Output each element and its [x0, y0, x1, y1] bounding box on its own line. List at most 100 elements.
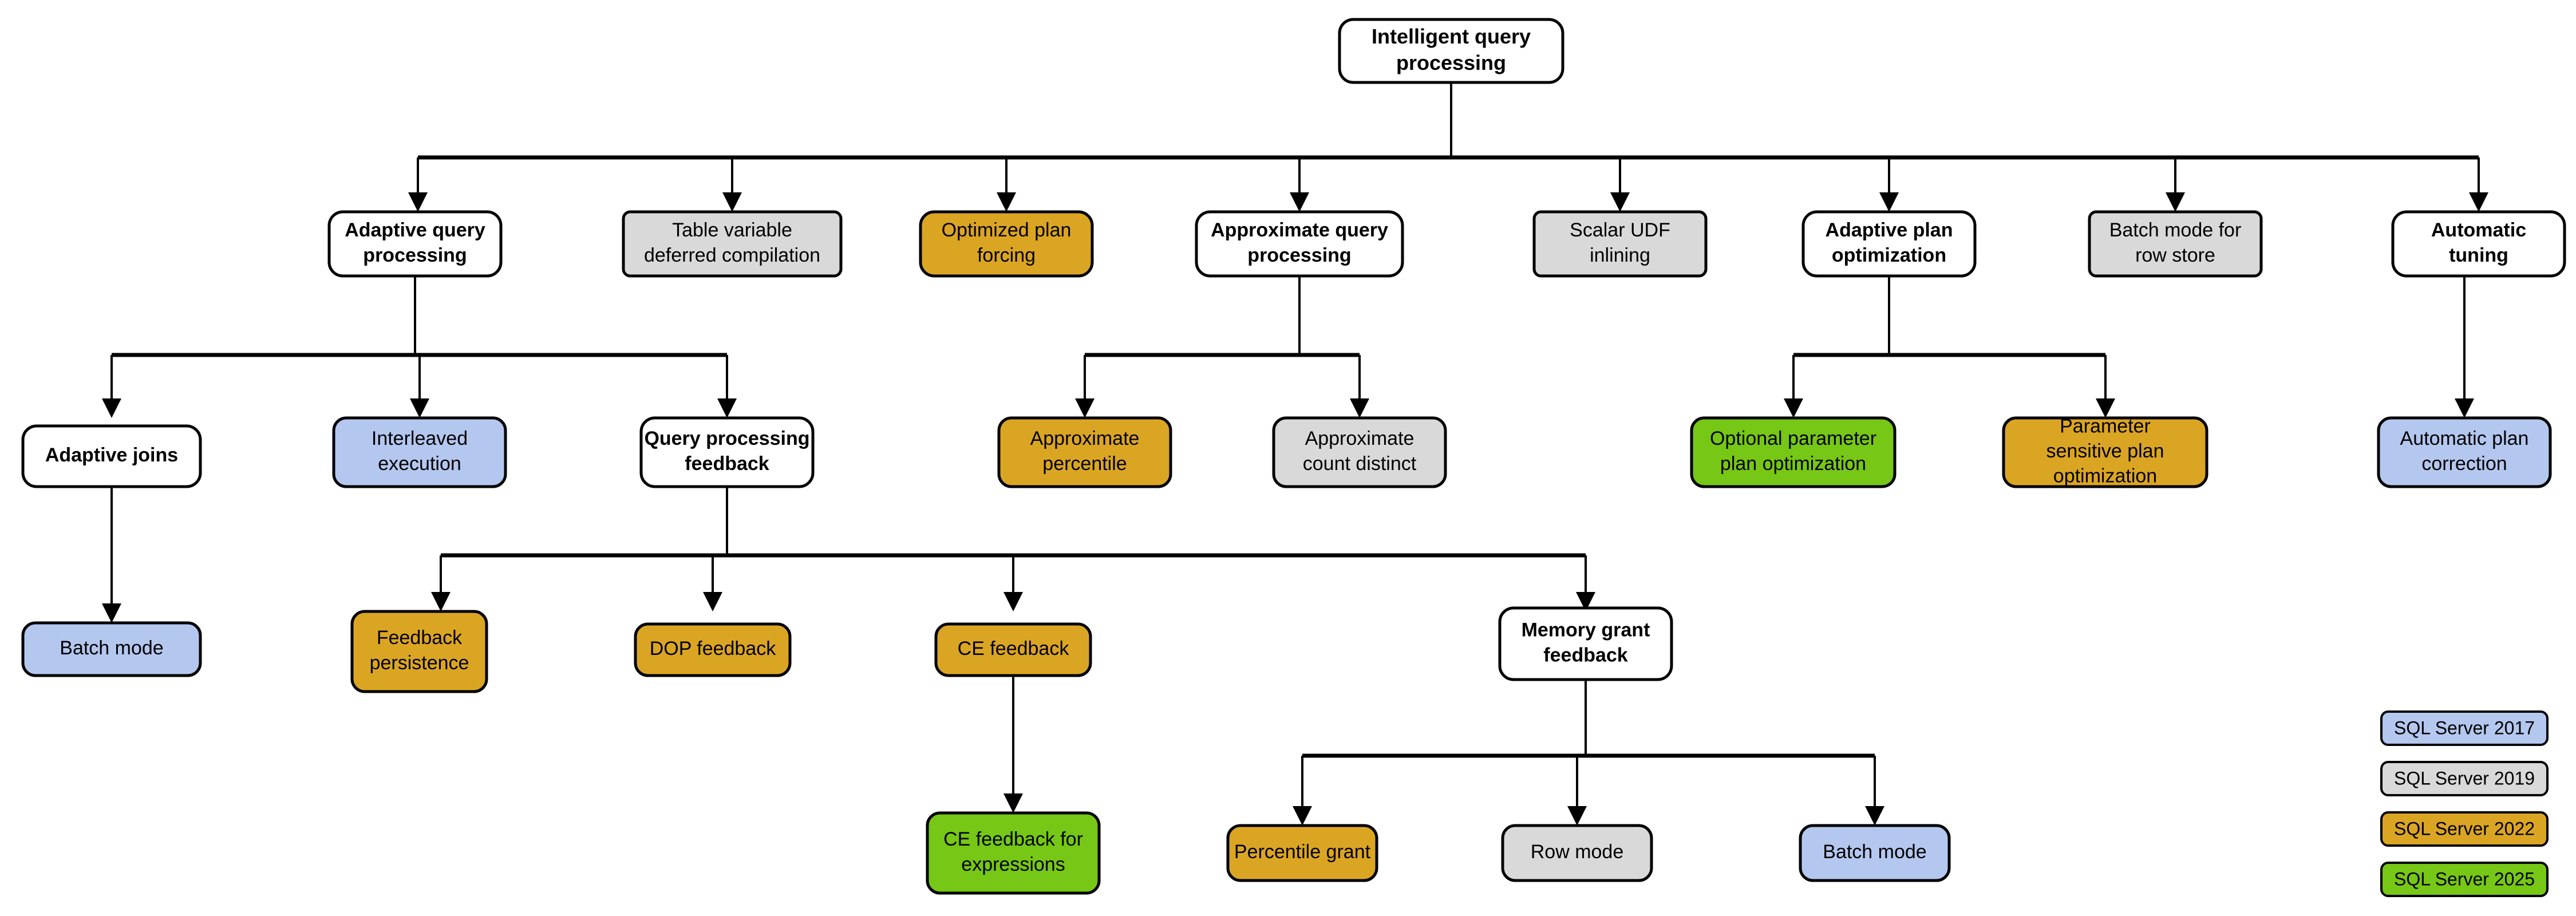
arrow-head — [410, 398, 429, 418]
node-label-line: Adaptive plan — [1826, 219, 1953, 241]
node-label-line: Scalar UDF — [1570, 219, 1670, 241]
node-box-dopfb[interactable] — [634, 622, 792, 677]
node-rowmode[interactable]: Row mode — [1501, 824, 1653, 882]
node-box-batchmode1[interactable] — [21, 621, 202, 677]
node-box-approxpct[interactable] — [997, 416, 1172, 488]
node-box-cefb[interactable] — [934, 622, 1092, 677]
node-box-fbpersist[interactable] — [350, 610, 488, 693]
node-label-line: processing — [363, 244, 467, 266]
node-box-approxcnt[interactable] — [1272, 416, 1447, 488]
node-box-adaptjoin[interactable] — [21, 424, 202, 488]
node-label-pctgrant: Percentile grant — [1234, 841, 1371, 863]
node-label-line: Optimized plan — [942, 219, 1072, 241]
node-label-line: optimization — [1832, 244, 1946, 266]
node-label-line: Batch mode for — [2109, 219, 2242, 241]
arrow-head — [1576, 592, 1595, 611]
arrow-head — [408, 192, 428, 212]
node-label-line: Approximate — [1305, 428, 1415, 449]
node-label-cefb: CE feedback — [958, 638, 1070, 660]
arrow-head — [1293, 806, 1312, 826]
node-box-approxqp[interactable] — [1195, 210, 1404, 278]
legend-item-sql-server-2017: SQL Server 2017 — [2380, 710, 2549, 746]
node-label-line: Interleaved — [372, 428, 468, 449]
node-dopfb[interactable]: DOP feedback — [634, 622, 792, 677]
node-bmrs[interactable]: Batch mode for row store — [2088, 210, 2263, 278]
node-box-aqp[interactable] — [327, 210, 503, 278]
node-label-line: DOP feedback — [650, 638, 777, 660]
node-box-qpf[interactable] — [639, 416, 815, 488]
node-label-line: correction — [2421, 453, 2507, 475]
node-box-apc[interactable] — [2377, 416, 2552, 488]
node-apo[interactable]: Adaptive plan optimization — [1801, 210, 1977, 278]
arrow-head — [431, 592, 451, 611]
node-label-line: Batch mode — [1823, 841, 1926, 863]
node-label-rowmode: Row mode — [1531, 841, 1624, 863]
node-cefb[interactable]: CE feedback — [934, 622, 1092, 677]
node-label-line: processing — [1396, 51, 1506, 74]
node-box-batchmode2[interactable] — [1799, 824, 1951, 882]
node-batchmode2[interactable]: Batch mode — [1799, 824, 1951, 882]
node-label-line: Query processing — [644, 428, 809, 449]
node-box-rowmode[interactable] — [1501, 824, 1653, 882]
node-adaptjoin[interactable]: Adaptive joins — [21, 424, 202, 488]
node-label-batchmode1: Batch mode — [60, 637, 163, 659]
edges-layer — [102, 82, 2488, 826]
node-box-bmrs[interactable] — [2088, 210, 2263, 278]
node-label-line: Table variable — [672, 219, 792, 241]
node-label-line: feedback — [1543, 644, 1627, 666]
node-batchmode1[interactable]: Batch mode — [21, 621, 202, 677]
node-label-line: row store — [2135, 244, 2215, 266]
node-box-apo[interactable] — [1801, 210, 1977, 278]
node-box-udf[interactable] — [1532, 210, 1708, 278]
legend-item-sql-server-2025: SQL Server 2025 — [2380, 862, 2549, 897]
node-box-opf[interactable] — [919, 210, 1094, 278]
node-box-autotune[interactable] — [2391, 210, 2566, 278]
node-box-mgf[interactable] — [1498, 606, 1673, 681]
node-label-line: percentile — [1042, 453, 1127, 475]
node-box-oppo[interactable] — [1690, 416, 1897, 488]
node-box-root[interactable] — [1338, 18, 1564, 84]
node-box-cefbexpr[interactable] — [926, 811, 1101, 895]
node-label-line: Batch mode — [60, 637, 163, 659]
legend-swatch — [2380, 761, 2549, 796]
node-box-pctgrant[interactable] — [1226, 824, 1378, 882]
node-pctgrant[interactable]: Percentile grant — [1226, 824, 1378, 882]
node-box-interleaved[interactable] — [332, 416, 507, 488]
node-label-line: Percentile grant — [1234, 841, 1371, 863]
node-box-tvdc[interactable] — [622, 210, 843, 278]
arrow-head — [2166, 192, 2185, 212]
node-label-adaptjoin: Adaptive joins — [45, 444, 178, 466]
node-label-line: Optional parameter — [1710, 428, 1876, 449]
arrow-head — [1290, 192, 1309, 212]
arrow-head — [717, 398, 737, 418]
node-box-pspo[interactable] — [2002, 416, 2208, 488]
